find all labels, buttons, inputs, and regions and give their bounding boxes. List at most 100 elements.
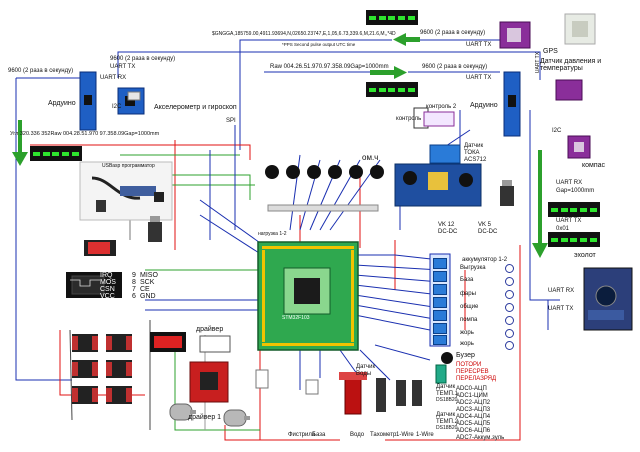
accel-label: Акселерометр и гироскоп bbox=[154, 104, 237, 111]
water-sensor-l1: Датчик bbox=[356, 364, 376, 370]
buzzer bbox=[441, 352, 453, 364]
wire-right-vertical bbox=[529, 110, 560, 301]
driver-label: драйвер bbox=[196, 326, 224, 333]
adc-item: ADC6-АЦП6 bbox=[456, 428, 491, 434]
accel-i2c: I2C bbox=[112, 104, 122, 110]
relay-module-1 bbox=[433, 271, 447, 282]
left-uart-tx: UART TX bbox=[110, 64, 136, 70]
buzzer-line-3: ПЕРЕЛАЗРЯД bbox=[456, 376, 497, 382]
sonar-label: эхолот bbox=[574, 252, 596, 259]
right-speed: 9600 (2 раза в секунду) bbox=[422, 64, 488, 70]
control-2-label: контроль 2 bbox=[426, 104, 457, 110]
nrf-pin-labels: MISO SCK CE GND 9 8 7 6 bbox=[122, 272, 162, 302]
nrf-pin-num: 8 bbox=[132, 279, 136, 286]
adc-list: ADC0-АЦП ADC1-ЦИМ ADC2-АЦП2 ADC3-АЦП3 AD… bbox=[456, 386, 522, 446]
relay-module-5 bbox=[433, 323, 447, 334]
relay-term-5 bbox=[505, 329, 514, 338]
nrf-pin: VCC bbox=[100, 293, 115, 300]
led-strip-raw bbox=[366, 82, 418, 97]
adc-item: ADC7-Аккум.зуль bbox=[456, 435, 505, 441]
temp2-l2: ТЕМП.2 bbox=[436, 419, 458, 425]
temp1-l1: Датчик bbox=[436, 384, 456, 390]
nrf-pin-num: 6 bbox=[132, 293, 136, 300]
arrow-gps-left bbox=[393, 33, 420, 46]
relay-module-4 bbox=[433, 310, 447, 321]
gap-val: Gap=1000mm bbox=[556, 188, 595, 194]
adc-item: ADC4-АЦП4 bbox=[456, 414, 491, 420]
dc-vk12-l1: VK 12 bbox=[438, 222, 455, 228]
nrf-pin-num: 7 bbox=[132, 286, 136, 293]
nrf-pin: GND bbox=[140, 293, 156, 300]
relay-label-2: фары bbox=[460, 291, 476, 297]
arrow-left-down bbox=[12, 120, 28, 166]
adc-item: ADC3-АЦП3 bbox=[456, 407, 491, 413]
relay-label-3: общие bbox=[460, 304, 479, 310]
right-uart-tx: UART TX bbox=[466, 75, 492, 81]
current-sensor-board bbox=[429, 144, 461, 164]
relay-label-6: жорь bbox=[460, 341, 474, 347]
left-speed-2: 9600 (2 раза в секунду) bbox=[110, 56, 176, 62]
dc-vk5-l1: VK 5 bbox=[478, 222, 492, 228]
accum-label: аккумулятор 1-2 bbox=[462, 257, 508, 263]
load-label: нагрузка 1-2 bbox=[258, 231, 287, 237]
dc-motor-1 bbox=[169, 403, 196, 421]
relay-label-1: База bbox=[460, 277, 474, 283]
buzzer-line-2: ПЕРЕСРЕВ bbox=[456, 369, 489, 375]
adc-item: ADC5-АЦП5 bbox=[456, 421, 491, 427]
control-1-label: контроль bbox=[396, 116, 422, 122]
relay-list: Выгрузка База фары общие помпа жорь жорь bbox=[460, 265, 520, 355]
nrf-pin: SCK bbox=[140, 279, 155, 286]
driver-board bbox=[189, 361, 229, 403]
driver1-label: драйвер 1 bbox=[188, 414, 222, 421]
bottom-label-1: База bbox=[312, 432, 326, 438]
arrow-right-down bbox=[532, 150, 548, 258]
gps-nmea: $GNGGA,185759.00,4911.93694,N,02650.2374… bbox=[212, 31, 396, 37]
dc-motor-2 bbox=[223, 409, 250, 427]
bottom-label-5: 1-Wire bbox=[416, 432, 434, 438]
current-sensor-l2: ТОКА bbox=[464, 150, 480, 156]
gps-uart-right: 9600 (2 раза в секунду) bbox=[420, 30, 486, 36]
gps-uart-tx: UART TX bbox=[466, 42, 492, 48]
right-arduino-label: Ардуино bbox=[470, 102, 498, 109]
arrow-raw-right bbox=[370, 66, 407, 79]
pot-row bbox=[265, 165, 384, 179]
resistor-row bbox=[267, 204, 379, 212]
temp2-l1: Датчик bbox=[436, 412, 456, 418]
relay-label-4: помпа bbox=[460, 317, 478, 323]
relay-term-2 bbox=[505, 290, 514, 299]
nrf-pin: CSN bbox=[100, 286, 115, 293]
sonar-val: 0x01 bbox=[556, 226, 570, 232]
left-uart-rx: UART RX bbox=[100, 75, 127, 81]
gps-label: GPS bbox=[543, 48, 558, 55]
sonar-tx: UART TX bbox=[556, 218, 582, 224]
led-strip-sonar bbox=[548, 232, 600, 247]
pressure-label: Датчик давления и температуры bbox=[540, 58, 602, 72]
wire-red-top bbox=[30, 144, 251, 160]
wire-gps-spi bbox=[239, 39, 392, 150]
water-sensor-l2: Воды bbox=[356, 371, 372, 377]
right-i2c: I2C bbox=[552, 128, 562, 134]
relay-term-0 bbox=[505, 264, 514, 273]
nrf-pin: CE bbox=[140, 286, 150, 293]
nrf-pin-labels-left: IRQ MOS CSN VCC bbox=[100, 272, 122, 302]
control2-box bbox=[423, 111, 455, 127]
current-sensor-l3: ACS712 bbox=[464, 157, 487, 163]
current-sensor-l1: Датчик bbox=[464, 143, 484, 149]
nrf-pin: MISO bbox=[140, 272, 158, 279]
relay-label-0: Выгрузка bbox=[460, 265, 486, 271]
relay-module-2 bbox=[433, 284, 447, 295]
bottom-label-0: Фистрила bbox=[288, 432, 316, 438]
spi-label: SPI bbox=[226, 118, 236, 124]
voltage-regulator bbox=[148, 222, 162, 242]
led-strip-gps bbox=[366, 10, 418, 25]
right-raw-line: Raw 004.26.51.970.97.358.09Gap=1000mm bbox=[270, 64, 389, 70]
dc-vk12-l2: DC-DC bbox=[438, 229, 458, 235]
stm-label: STM32F103 bbox=[282, 315, 310, 321]
bottom-label-4: 1-Wire bbox=[396, 432, 414, 438]
usbasp-label: USBasp программатор bbox=[102, 163, 155, 169]
wire-top-link bbox=[117, 51, 541, 80]
bottom-uart-rx: UART RX bbox=[548, 288, 575, 294]
temp2-l3: DS18B20 bbox=[436, 425, 458, 431]
gap-rx: UART RX bbox=[556, 180, 583, 186]
